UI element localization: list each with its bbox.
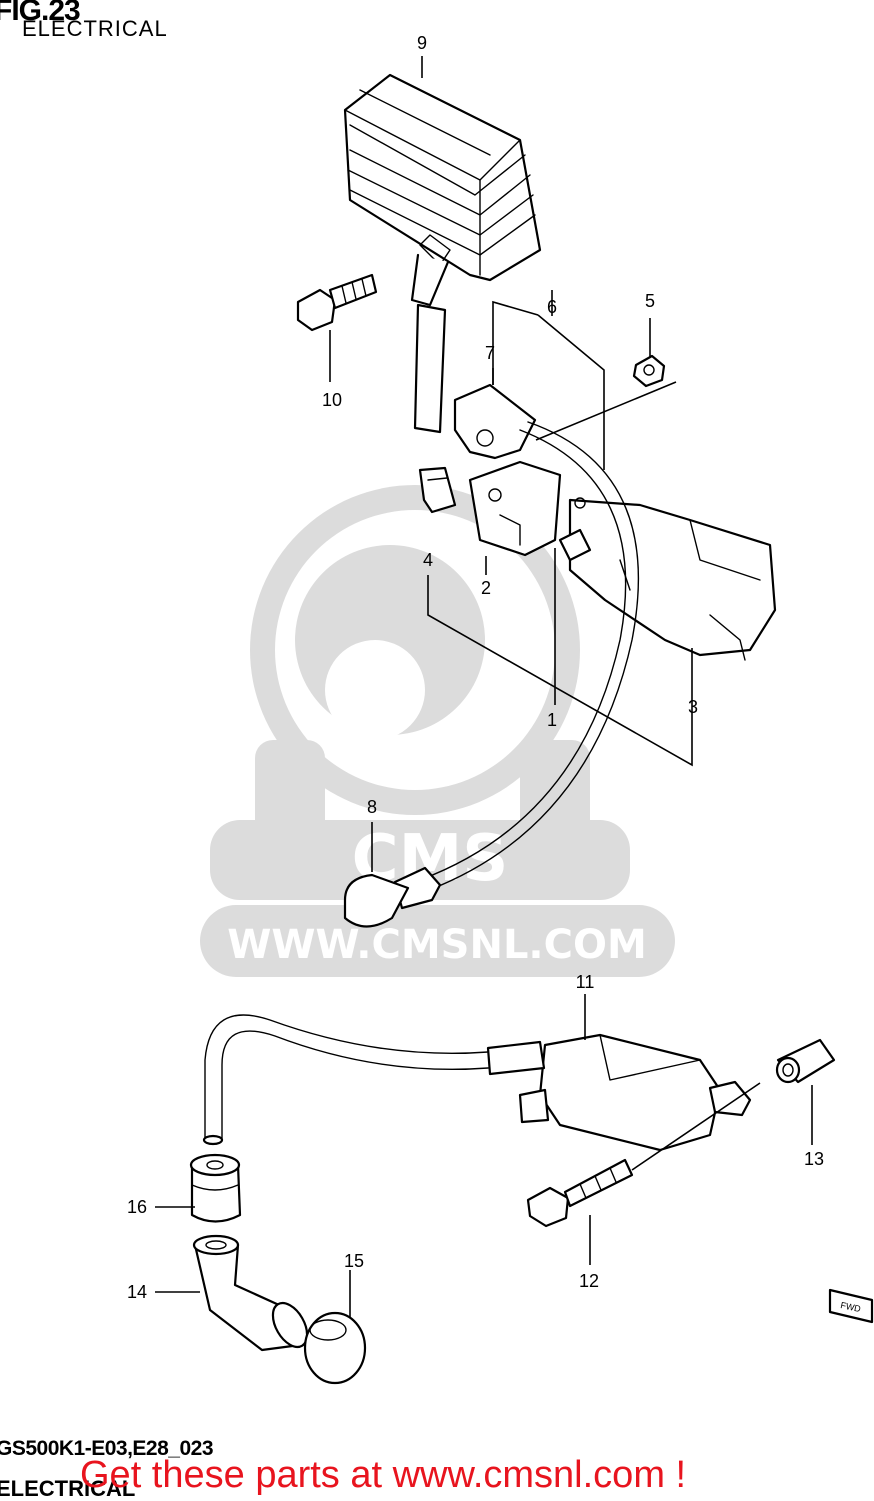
part-15-cap bbox=[303, 1311, 367, 1385]
fwd-label: FWD bbox=[840, 1300, 863, 1314]
part-13-spacer bbox=[775, 1038, 836, 1084]
fwd-arrow-icon: FWD bbox=[828, 1288, 874, 1324]
callout-9: 9 bbox=[417, 33, 427, 53]
callout-13: 13 bbox=[804, 1149, 824, 1169]
footer-subtitle: ELECTRICAL bbox=[0, 1476, 136, 1501]
part-2-switch-body bbox=[468, 460, 562, 557]
callout-7: 7 bbox=[485, 343, 495, 363]
callout-6: 6 bbox=[547, 297, 557, 317]
part-4-clip bbox=[418, 466, 457, 514]
part-5-nut bbox=[632, 354, 666, 388]
part-9-regulator-rectifier bbox=[343, 73, 542, 434]
callout-numbers: 9 10 6 5 7 4 2 1 3 8 11 13 16 15 14 12 bbox=[127, 33, 824, 1302]
coil-lead bbox=[202, 1014, 489, 1146]
figure-title: FIG.23 bbox=[0, 0, 81, 27]
callout-1: 1 bbox=[547, 710, 557, 730]
part-3-switch-assembly bbox=[568, 498, 777, 661]
part-8-plug-lead bbox=[343, 421, 639, 928]
part-11-ignition-coil bbox=[486, 1033, 752, 1152]
part-12-bolt bbox=[526, 1158, 634, 1228]
promo-link[interactable]: Get these parts at www.cmsnl.com ! bbox=[80, 1454, 687, 1496]
callout-10: 10 bbox=[322, 390, 342, 410]
callout-8: 8 bbox=[367, 797, 377, 817]
figure-subtitle: ELECTRICAL bbox=[22, 16, 168, 41]
callout-15: 15 bbox=[344, 1251, 364, 1271]
callout-4: 4 bbox=[423, 550, 433, 570]
callout-5: 5 bbox=[645, 291, 655, 311]
watermark-url: WWW.CMSNL.COM bbox=[227, 922, 647, 968]
callout-16: 16 bbox=[127, 1197, 147, 1217]
part-16-grommet bbox=[189, 1153, 242, 1223]
leader-lines bbox=[155, 56, 813, 1318]
callout-12: 12 bbox=[579, 1271, 599, 1291]
callout-3: 3 bbox=[688, 697, 698, 717]
footer-code: GS500K1-E03,E28_023 bbox=[0, 1437, 214, 1460]
callout-11: 11 bbox=[576, 972, 595, 992]
callout-14: 14 bbox=[127, 1282, 147, 1302]
part-14-plug-cap bbox=[192, 1234, 309, 1352]
part-7-cap bbox=[453, 383, 537, 460]
part-1-screw bbox=[558, 497, 592, 562]
part-10-bolt bbox=[296, 273, 378, 332]
callout-2: 2 bbox=[481, 578, 491, 598]
